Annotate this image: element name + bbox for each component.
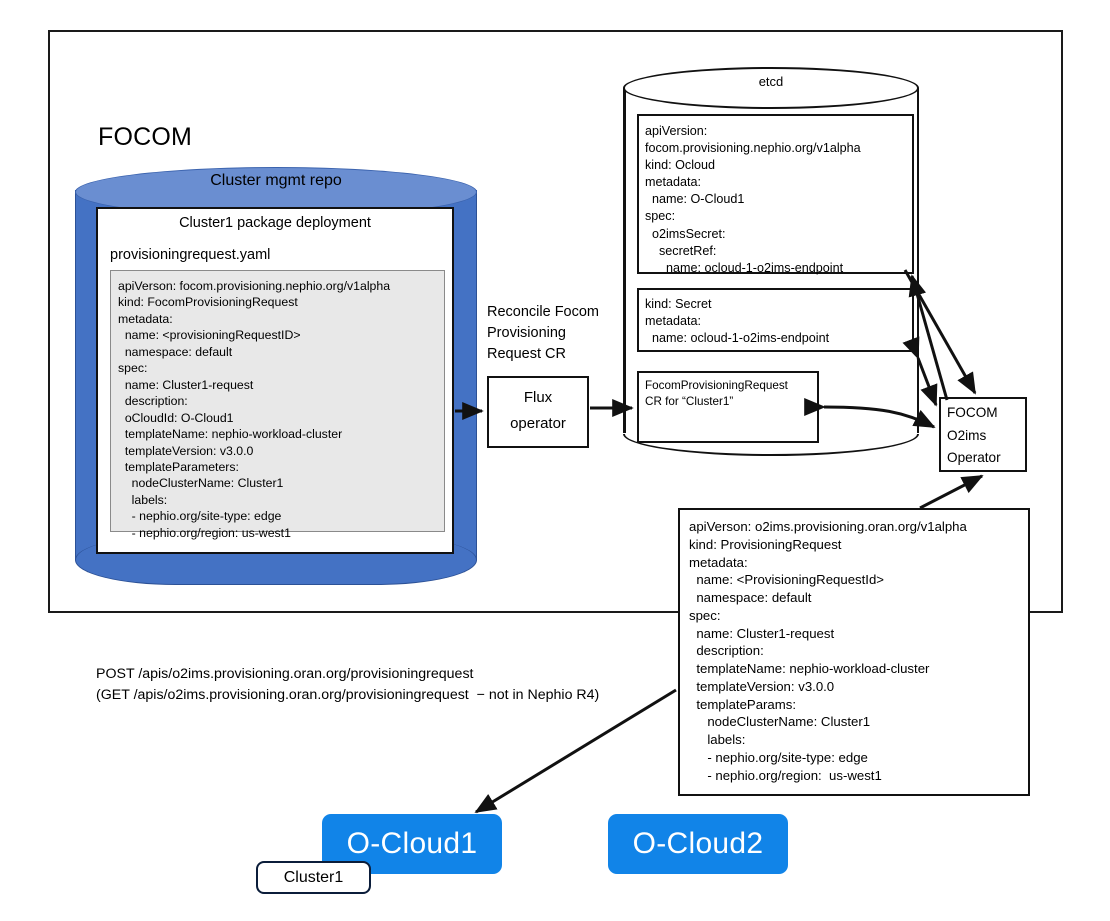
cluster-mgmt-repo-label: Cluster mgmt repo [210,172,342,189]
focom-provisioning-request-yaml-text: apiVerson: focom.provisioning.nephio.org… [118,279,391,540]
cluster1-package-deployment-title: Cluster1 package deployment [179,215,371,231]
provisioning-request-yaml-box [678,508,1030,796]
focom-title: FOCOM [98,123,193,151]
etcd-cylinder-right-wall [916,88,919,433]
o2ims-api-call-note: POST /apis/o2ims.provisioning.oran.org/p… [96,666,600,703]
focom-o2ims-operator-box [939,397,1027,472]
cluster1-callout: Cluster1 [256,861,371,894]
flux-operator-box [487,376,589,448]
focom-provisioning-request-yaml-panel [110,270,445,532]
arrow-provisioning-request-to-ocloud1 [474,688,677,814]
flux-operator-label: Flux operator [510,389,566,432]
focom-provisioning-request-cr-box [637,371,819,443]
secret-cr-box [637,288,914,352]
ocloud-cr-box [637,114,914,274]
etcd-cylinder-top [623,67,919,109]
provisioning-request-yaml-text: apiVerson: o2ims.provisioning.oran.org/v… [689,519,967,783]
secret-cr-text: kind: Secret metadata: name: ocloud-1-o2… [645,297,830,346]
focom-o2ims-operator-label: FOCOM O2ims Operator [947,405,1001,465]
focom-provisioning-request-cr-text: FocomProvisioningRequest CR for “Cluster… [645,379,788,408]
provisioningrequest-yaml-filename: provisioningrequest.yaml [110,247,271,263]
o-cloud2-chip: O-Cloud2 [608,814,788,874]
reconcile-focom-provisioning-request-label: Reconcile Focom Provisioning Request CR [487,304,600,362]
etcd-label: etcd [758,74,784,89]
ocloud-cr-text: apiVersion: focom.provisioning.nephio.or… [645,124,861,275]
etcd-cylinder-left-wall [623,88,626,433]
